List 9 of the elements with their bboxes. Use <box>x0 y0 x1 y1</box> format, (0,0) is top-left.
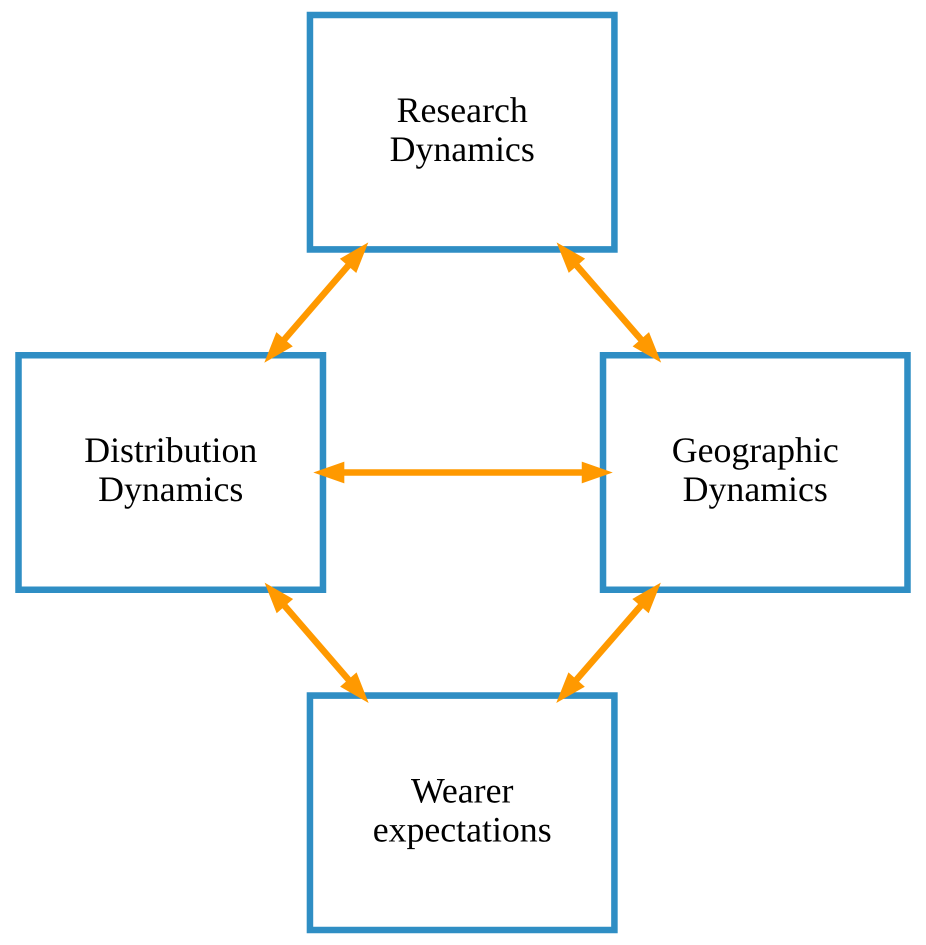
arrow <box>264 582 369 703</box>
node-box: Wearer expectations <box>306 692 618 934</box>
arrow <box>556 582 661 703</box>
arrow <box>313 462 613 484</box>
arrow <box>264 242 368 363</box>
node-box: Research Dynamics <box>306 12 618 253</box>
node-box: Distribution Dynamics <box>15 352 326 593</box>
node-box: Geographic Dynamics <box>600 352 911 593</box>
arrow <box>556 242 662 363</box>
